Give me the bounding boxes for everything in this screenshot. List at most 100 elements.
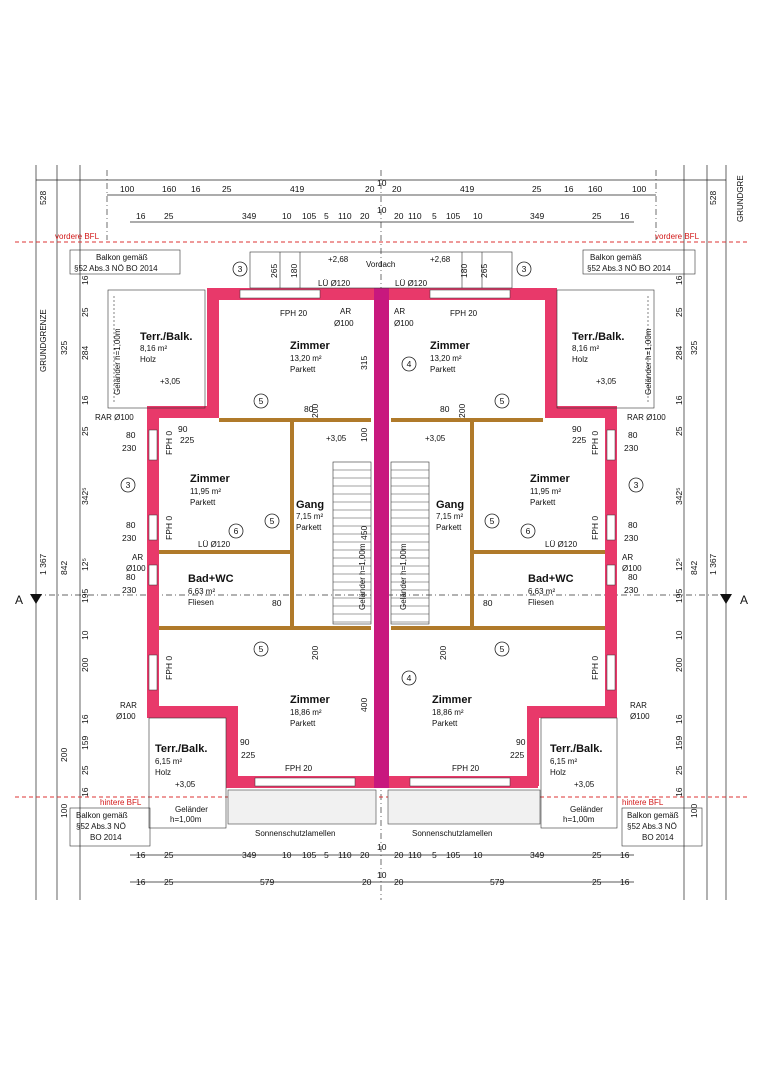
marker-label: 4 xyxy=(407,673,412,683)
dim-text: 528 xyxy=(38,191,48,205)
fph-top-right: FPH 20 xyxy=(450,309,478,318)
marker-circle xyxy=(520,523,536,539)
ml-zimmer-area: 11,95 m² xyxy=(190,487,221,496)
dim-text: 20 xyxy=(362,877,372,887)
level-terr-bl: +3,05 xyxy=(175,780,196,789)
balkon-notes: Balkon gemäß §52 Abs.3 NÖ BO 2014 Balkon… xyxy=(69,249,703,847)
dim-text: 80 xyxy=(126,520,136,530)
section-markers: A A xyxy=(15,593,748,607)
dim-text: 90 xyxy=(178,424,188,434)
dim-text: 80 xyxy=(272,598,282,608)
dim-text: 110 xyxy=(408,850,422,860)
dim-text: 225 xyxy=(572,435,586,445)
fph0-text: FPH 0 xyxy=(164,516,174,540)
r-gang-name: Gang xyxy=(436,499,464,511)
dim-text: 200 xyxy=(59,748,69,762)
dim-text: 10 xyxy=(377,870,387,880)
dim-text: 528 xyxy=(708,191,718,205)
mr-zimmer-name: Zimmer xyxy=(530,473,570,485)
stairs: Geländer h=1,00m Geländer h=1,00m xyxy=(332,461,430,625)
marker-circle xyxy=(494,393,510,409)
dim-text: 10 xyxy=(377,205,387,215)
dim-text: 25 xyxy=(674,765,684,775)
dim-text: 25 xyxy=(674,426,684,436)
dim-text: 230 xyxy=(122,533,136,543)
dim-text: 5 xyxy=(324,850,329,860)
ar100-left: Ø100 xyxy=(334,319,354,328)
gelaender-bl-1: Geländer xyxy=(175,805,208,814)
terraces: Geländer h=1,00m Geländer h=1,00m Geländ… xyxy=(107,289,655,838)
fph0-text: FPH 0 xyxy=(590,431,600,455)
marker-label: 5 xyxy=(500,396,505,406)
bottom-dimension-rows: 16 25 349 10 105 5 110 20 10 20 110 5 10… xyxy=(130,842,634,887)
mr-zimmer-area: 11,95 m² xyxy=(530,487,561,496)
marker-label: 5 xyxy=(270,516,275,526)
top-dimension-rows: 100 160 16 25 419 10 20 20 419 25 16 160… xyxy=(107,178,656,223)
dim-text: 110 xyxy=(338,850,352,860)
dim-text: 16 xyxy=(80,275,90,285)
l-bad-name: Bad+WC xyxy=(188,573,234,585)
dim-text: 20 xyxy=(394,850,404,860)
mr-zimmer-floor: Parkett xyxy=(530,498,556,507)
dim-text: 315 xyxy=(359,356,369,370)
dim-text: 284 xyxy=(80,346,90,360)
fph0-text: FPH 0 xyxy=(164,656,174,680)
tl-terr-area: 8,16 m² xyxy=(140,344,167,353)
r-bad-floor: Fliesen xyxy=(528,598,554,607)
dim-text: 16 xyxy=(80,395,90,405)
dim-text: 80 xyxy=(440,404,450,414)
dim-text: 100 xyxy=(359,428,369,442)
dim-text: 230 xyxy=(624,585,638,595)
dim-text: 5 xyxy=(324,211,329,221)
fph0-text: FPH 0 xyxy=(164,431,174,455)
ml-zimmer-floor: Parkett xyxy=(190,498,216,507)
dim-text: 105 xyxy=(302,850,316,860)
dim-text: 25 xyxy=(592,877,602,887)
dim-text: 160 xyxy=(162,184,176,194)
dim-text: 200 xyxy=(310,646,320,660)
dim-text: 20 xyxy=(392,184,402,194)
br-terr-area: 6,15 m² xyxy=(550,757,577,766)
fph-bot-left: FPH 20 xyxy=(285,764,313,773)
gelaender-tl: Geländer h=1,00m xyxy=(113,328,122,395)
r-gang-floor: Parkett xyxy=(436,523,462,532)
rar-right: RAR Ø100 xyxy=(627,413,666,422)
marker-circle xyxy=(401,356,417,372)
level-terr-br: +3,05 xyxy=(574,780,595,789)
br-zimmer-floor: Parkett xyxy=(432,719,458,728)
level-terr-tr: +3,05 xyxy=(596,377,617,386)
dim-text: 16 xyxy=(191,184,201,194)
dim-text: 200 xyxy=(438,646,448,660)
dim-text: 159 xyxy=(80,736,90,750)
dim-text: 90 xyxy=(516,737,526,747)
left-dimensions: 528 1 367 842 100 GRUNDGRENZE 16 25 325 … xyxy=(38,191,136,818)
marker-label: 5 xyxy=(490,516,495,526)
marker-circle xyxy=(253,393,269,409)
marker-circle xyxy=(253,641,269,657)
dim-text: 842 xyxy=(689,561,699,575)
marker-label: 3 xyxy=(126,480,131,490)
level-top-right: +2,68 xyxy=(430,255,451,264)
dim-text: 159 xyxy=(674,736,684,750)
dim-text: 110 xyxy=(338,211,352,221)
tl-terr-floor: Holz xyxy=(140,355,156,364)
lu-top-left: LÜ Ø120 xyxy=(318,279,351,288)
marker-label: 6 xyxy=(526,526,531,536)
marker-circle xyxy=(228,523,244,539)
vordach: Vordach +2,68 +2,68 265 180 180 265 LÜ Ø… xyxy=(249,251,513,289)
dim-text: 105 xyxy=(302,211,316,221)
ar-side-left-1: AR xyxy=(132,553,143,562)
rar2-left-1: RAR xyxy=(120,701,137,710)
dim-text: 230 xyxy=(122,585,136,595)
dim-text: 200 xyxy=(310,404,320,418)
dim-text: 25 xyxy=(164,850,174,860)
marker-label: 6 xyxy=(234,526,239,536)
dim-text: 284 xyxy=(674,346,684,360)
dim-text: 16 xyxy=(674,275,684,285)
level-terr-tl: +3,05 xyxy=(160,377,181,386)
l-gang-area: 7,15 m² xyxy=(296,512,323,521)
ar-side-right-1: AR xyxy=(622,553,633,562)
dim-text: 16 xyxy=(80,787,90,797)
